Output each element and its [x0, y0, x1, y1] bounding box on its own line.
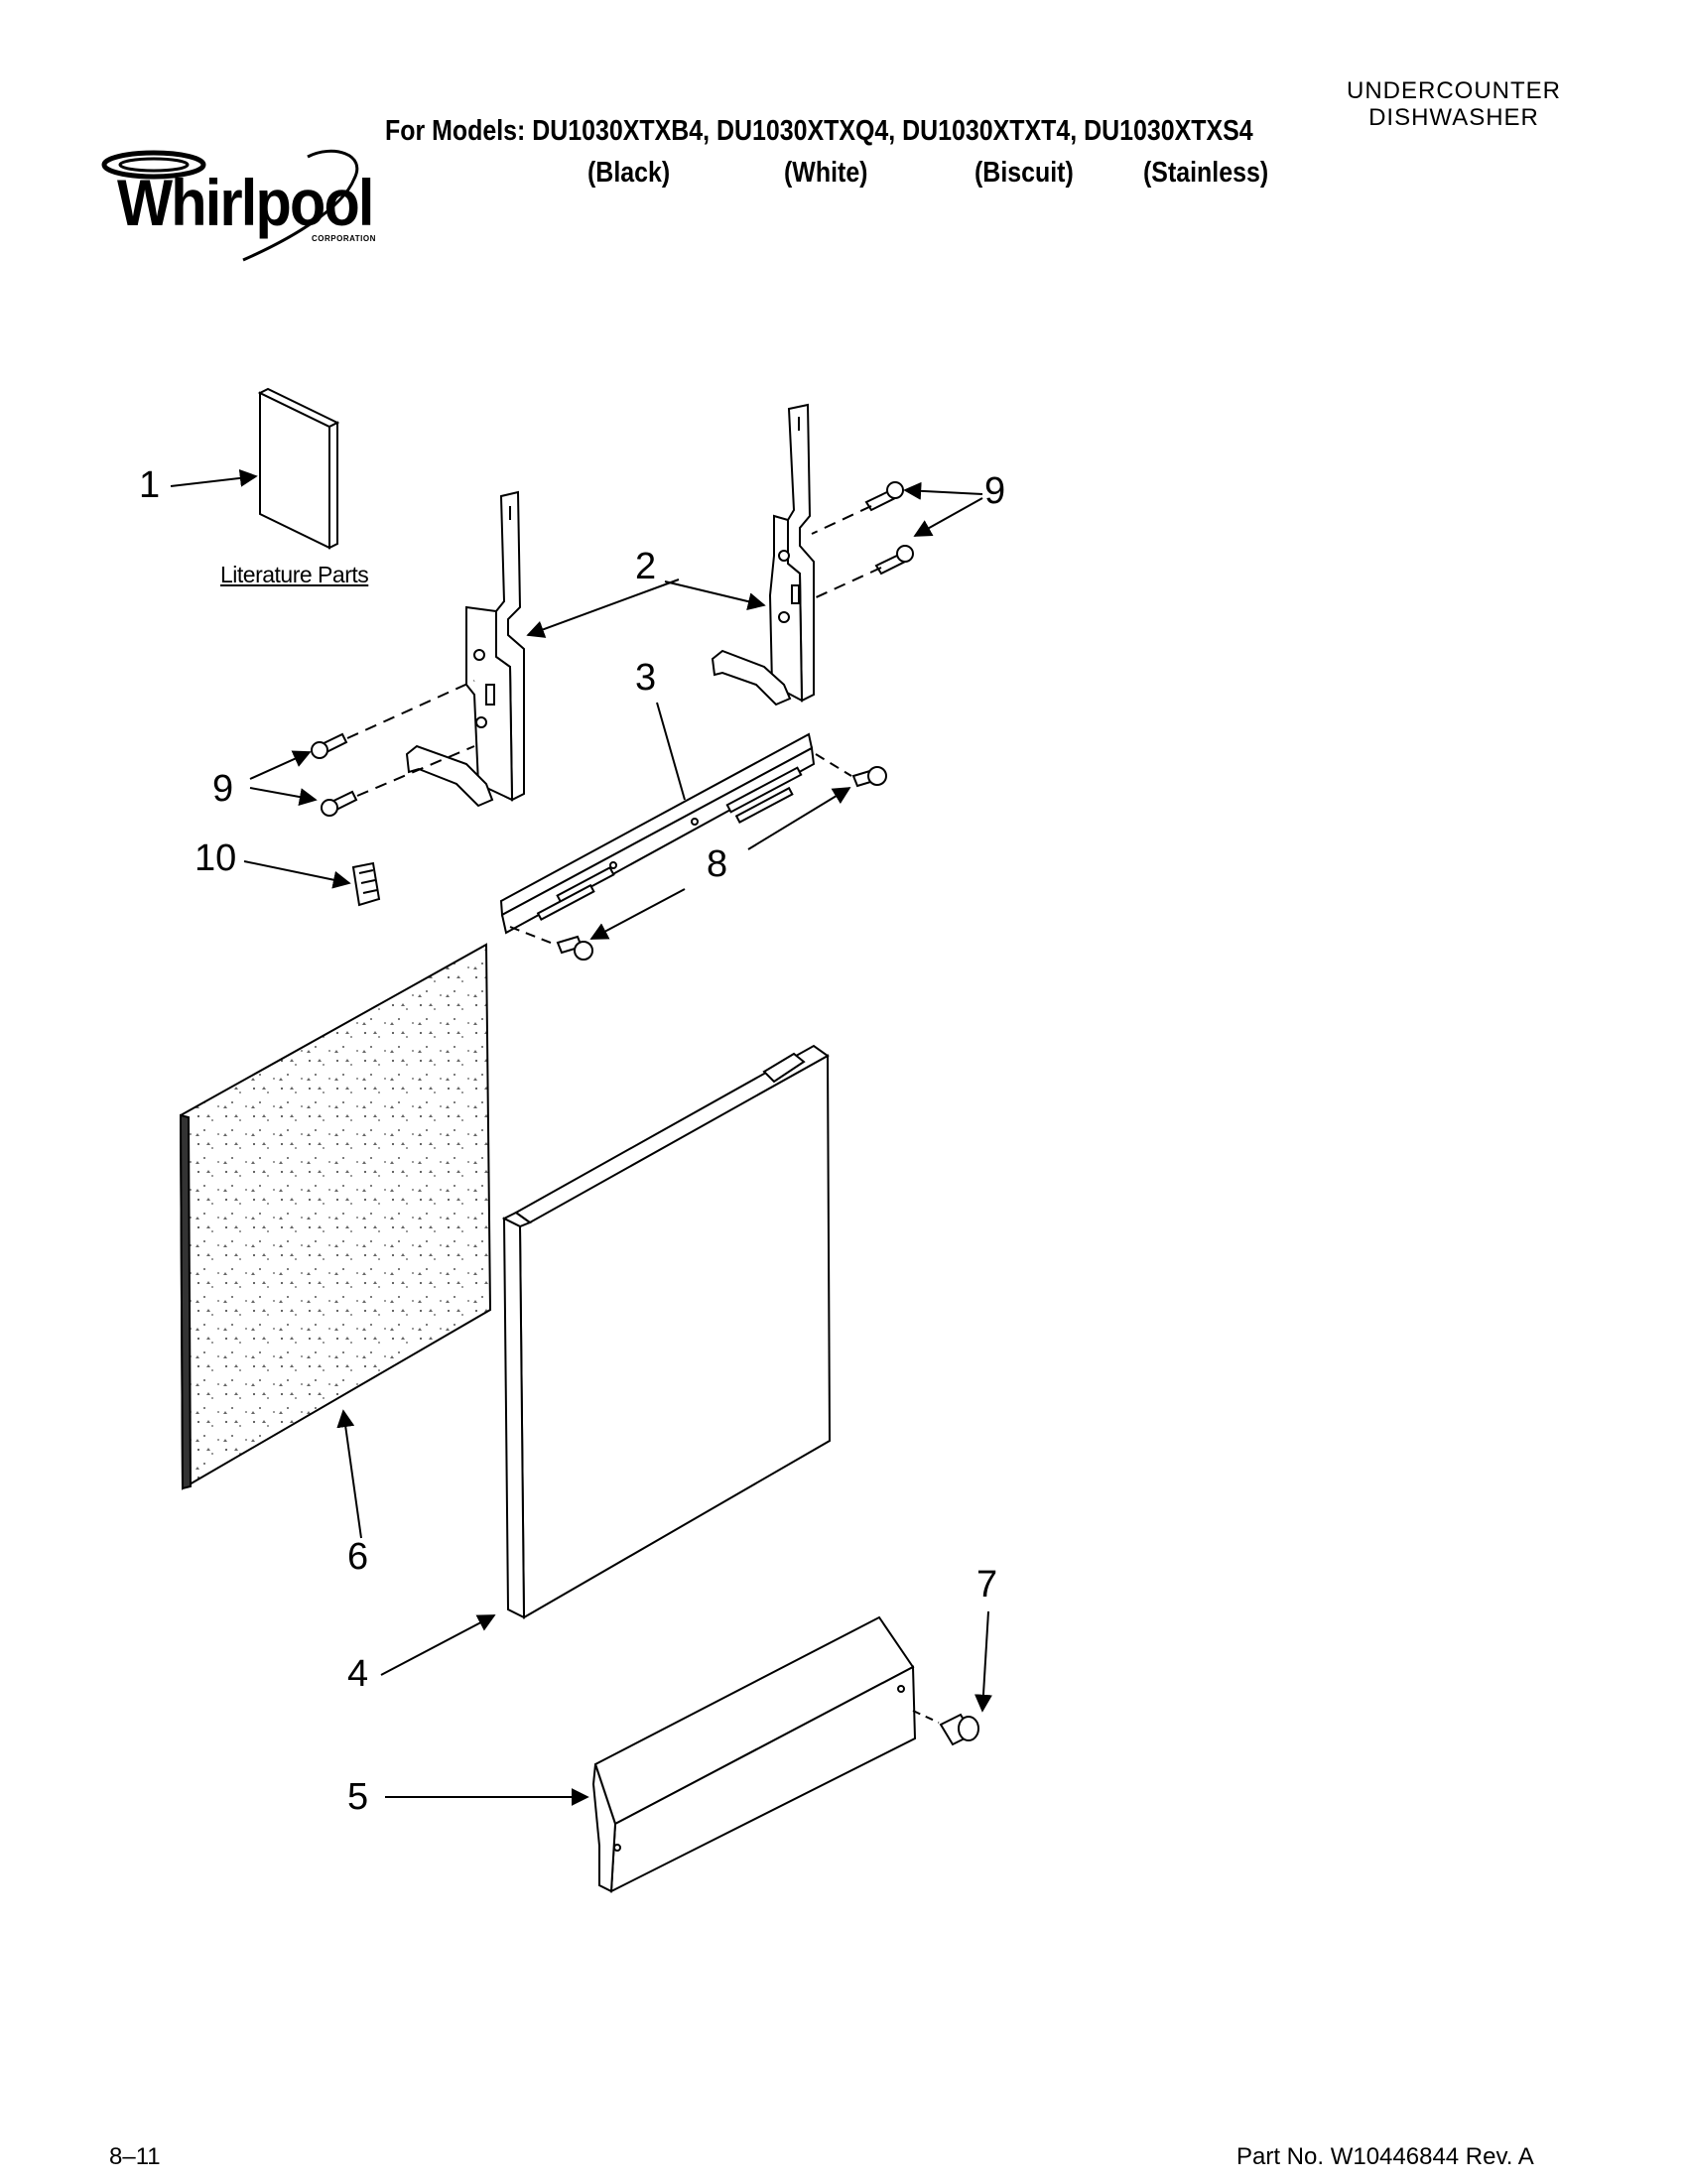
footer-part-number: Part No. W10446844 Rev. A [1236, 2143, 1534, 2170]
category-line-2: DISHWASHER [1368, 104, 1539, 131]
screw-8-right [851, 766, 887, 788]
door-panel [501, 1044, 832, 1619]
screw-9-right-top [864, 481, 904, 512]
models-line: For Models: DU1030XTXB4, DU1030XTXQ4, DU… [385, 115, 1253, 147]
callout-1: 1 [139, 464, 161, 506]
callout-7: 7 [976, 1564, 998, 1606]
screw-part-7 [939, 1713, 979, 1746]
color-stainless: (Stainless) [1143, 157, 1269, 189]
footer-date: 8–11 [109, 2143, 161, 2170]
callout-5: 5 [347, 1776, 369, 1818]
callout-8: 8 [707, 843, 728, 885]
whirlpool-logo-swirl [101, 149, 359, 262]
screw-9-left-top [311, 732, 348, 759]
color-biscuit: (Biscuit) [974, 157, 1074, 189]
insulation-panel [179, 943, 492, 1490]
brand-logo-sub: CORPORATION [312, 234, 376, 243]
callout-2: 2 [635, 546, 657, 587]
callout-9-left: 9 [212, 768, 234, 810]
screw-9-right-bottom [874, 545, 914, 576]
right-hinge-bracket [711, 403, 815, 707]
color-black: (Black) [587, 157, 671, 189]
literature-book-part [257, 387, 340, 550]
callout-9-right: 9 [984, 470, 1006, 512]
door-mount-rail [499, 732, 816, 935]
brand-logo-text: Whirlpool [117, 166, 374, 239]
callout-10: 10 [195, 837, 237, 879]
clip-part-10 [351, 861, 381, 907]
callout-3: 3 [635, 657, 657, 699]
literature-parts-label: Literature Parts [220, 562, 369, 587]
category-line-1: UNDERCOUNTER [1347, 77, 1561, 104]
left-hinge-bracket [405, 490, 525, 808]
screw-9-left-bottom [321, 790, 358, 817]
screw-8-left [556, 935, 593, 961]
color-white: (White) [784, 157, 868, 189]
toe-kick-plate [591, 1615, 917, 1893]
document-category: UNDERCOUNTER DISHWASHER [1335, 77, 1573, 131]
leader-1 [170, 468, 258, 487]
callout-6: 6 [347, 1536, 369, 1578]
callout-4: 4 [347, 1653, 369, 1695]
